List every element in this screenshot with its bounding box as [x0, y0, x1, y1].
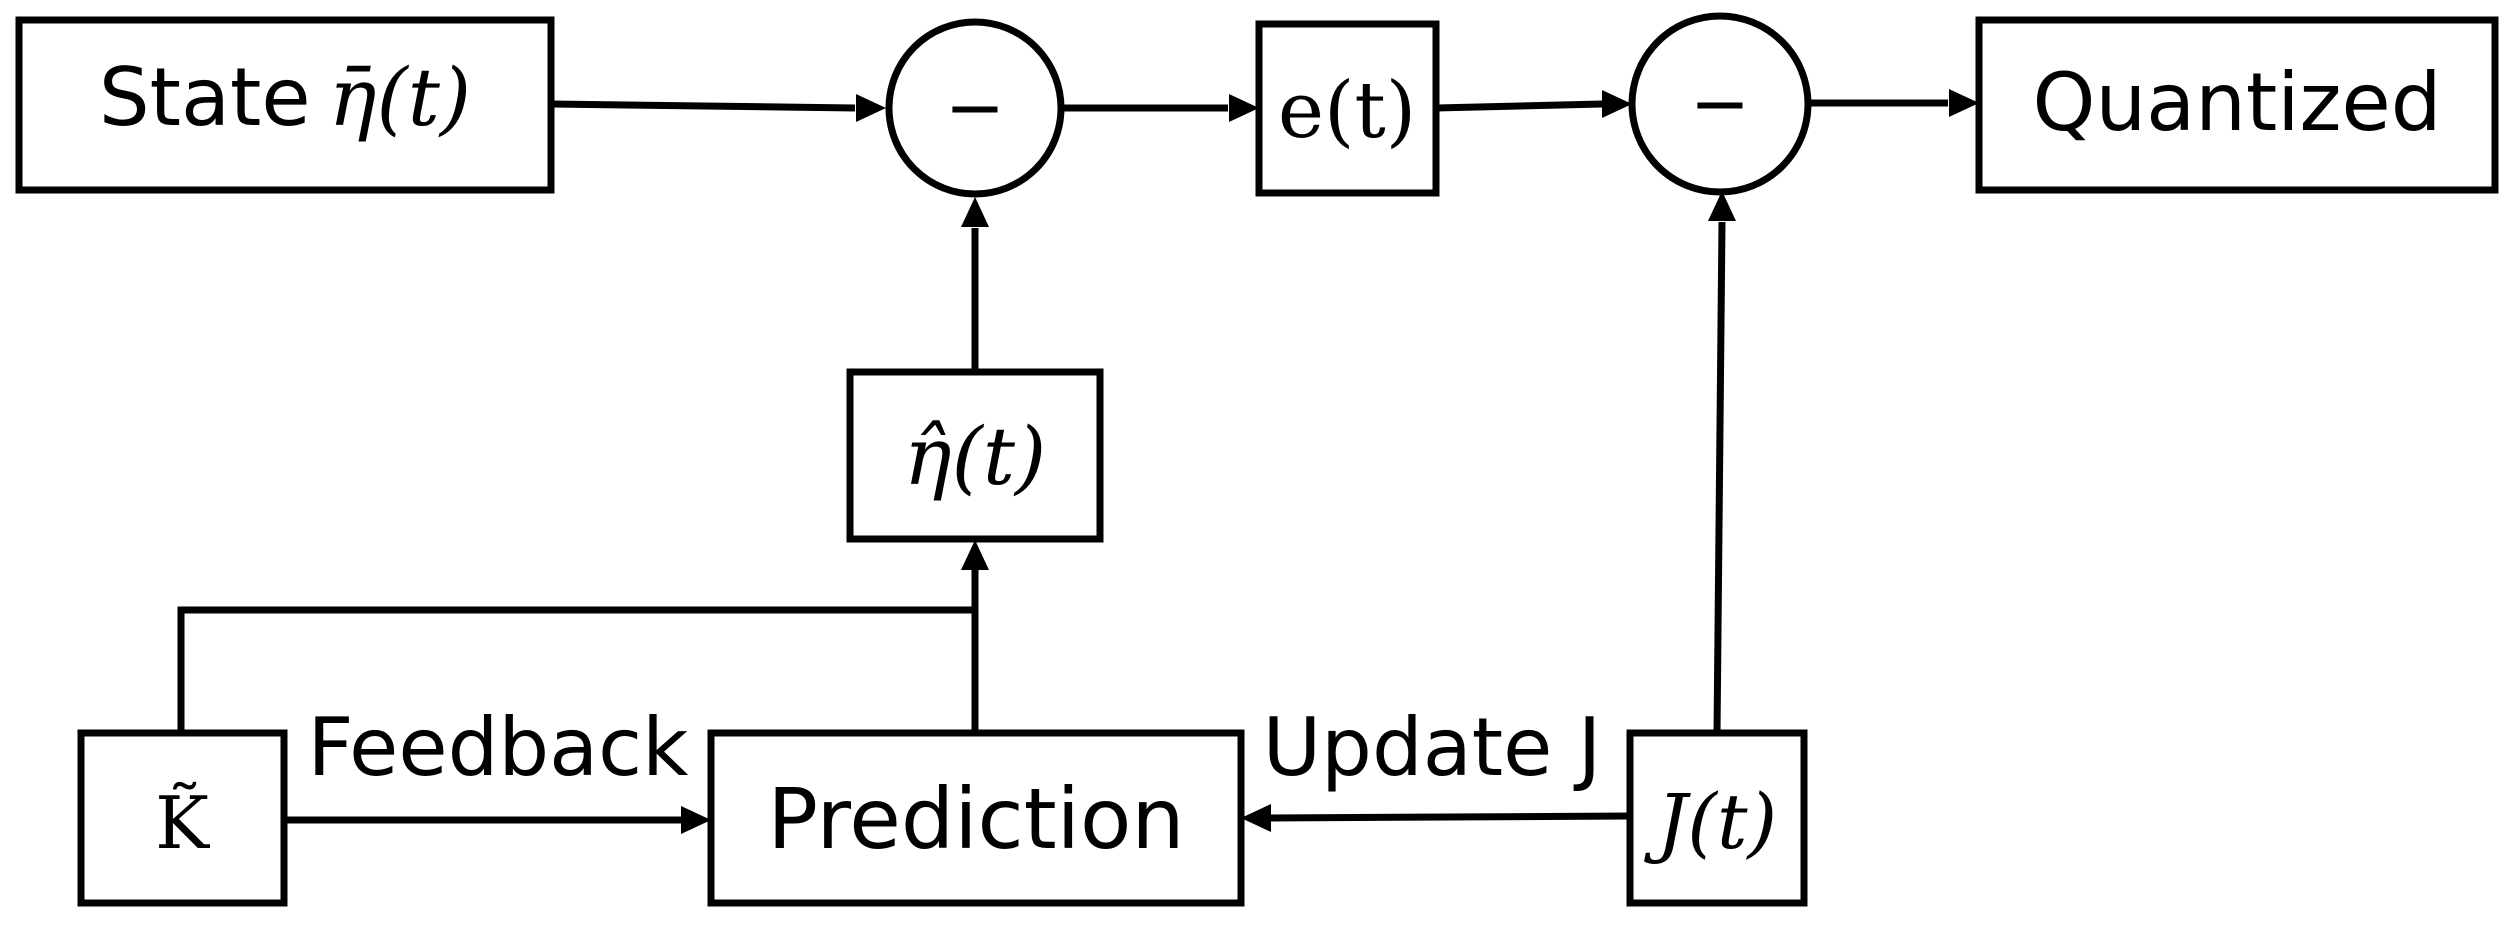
arrowhead-prediction-left	[681, 806, 711, 834]
threshold-math: J(t)	[1644, 777, 1777, 866]
edge-threshold-to-sum2	[1713, 221, 1726, 734]
minus-sign-2: −	[1690, 61, 1750, 145]
arrowhead-sum2-left	[1602, 90, 1632, 118]
edge-threshold-to-prediction	[1269, 812, 1631, 822]
prediction-label: Prediction	[767, 770, 1184, 868]
gain-block: K̃	[77, 729, 288, 907]
quantized-block: Quantized	[1975, 16, 2499, 194]
arrowhead-sum1-bottom	[961, 197, 989, 227]
arrowhead-prediction-right	[1241, 804, 1271, 832]
feedback-label: Feedback	[308, 701, 690, 794]
prediction-block: Prediction	[707, 729, 1245, 907]
update-j-label: Update J	[1263, 701, 1602, 794]
edge-gain-to-estimate	[177, 606, 975, 733]
summing-junction-2: −	[1628, 12, 1812, 196]
error-math: e(t)	[1278, 66, 1416, 156]
estimate-block: η̂(t)	[846, 368, 1104, 543]
error-block: e(t)	[1255, 20, 1440, 197]
threshold-block: J(t)	[1626, 729, 1808, 907]
arrowhead-sum2-bottom	[1708, 191, 1736, 221]
quantized-label: Quantized	[2033, 56, 2442, 149]
gain-math: K̃	[155, 781, 210, 865]
arrowhead-estimate-bottom	[961, 540, 989, 570]
arrowhead-sum1-left	[856, 94, 886, 122]
arrowhead-error-left	[1229, 94, 1259, 122]
summing-junction-1: −	[885, 18, 1065, 198]
connections	[177, 89, 1979, 834]
edge-error-to-sum2	[1435, 100, 1603, 112]
edge-state-to-sum1	[550, 100, 856, 112]
minus-sign-1: −	[945, 65, 1005, 149]
state-math: η̄(t)	[329, 51, 472, 144]
state-label: State	[99, 51, 311, 144]
arrowhead-quantized-left	[1949, 89, 1979, 117]
estimate-math: η̂(t)	[904, 410, 1047, 503]
